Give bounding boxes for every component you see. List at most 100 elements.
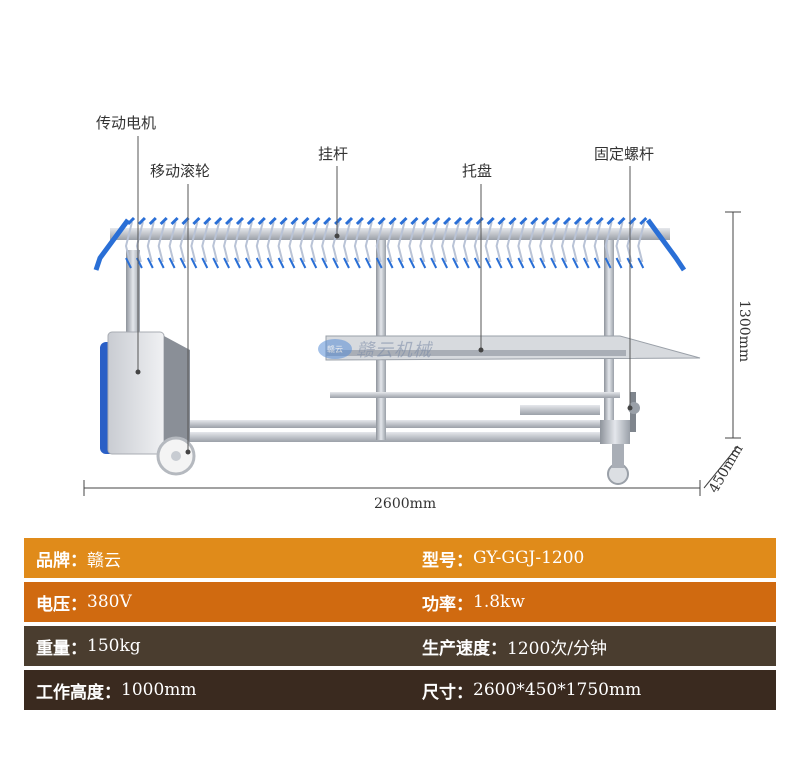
- hook-foot: [604, 257, 612, 269]
- hook-wire: [637, 221, 646, 263]
- hook-foot: [419, 257, 427, 269]
- hook-foot: [615, 257, 623, 269]
- hook-foot: [277, 257, 285, 269]
- hook-foot: [157, 257, 165, 269]
- spec-key: 电压：: [36, 594, 87, 615]
- hook-foot: [223, 257, 230, 269]
- hook-foot: [430, 257, 438, 269]
- hook-wire: [604, 221, 613, 263]
- hook-foot: [397, 257, 405, 269]
- hook-tip: [159, 216, 168, 226]
- spec-cell-left: 品牌： 赣云: [24, 538, 404, 578]
- motor-post: [126, 250, 140, 340]
- hook-tip: [606, 216, 615, 226]
- spec-key: 生产速度：: [422, 638, 507, 659]
- hook-wire: [506, 221, 515, 263]
- hook-wire: [255, 221, 264, 263]
- spec-value: 2600*450*1750mm: [473, 680, 642, 700]
- hook-foot: [550, 257, 557, 269]
- hook-wire: [615, 221, 624, 263]
- hook-foot: [146, 257, 154, 269]
- spec-key: 尺寸：: [422, 682, 473, 703]
- hook-tip: [443, 216, 452, 226]
- hook-foot: [168, 257, 176, 269]
- hook-wire: [168, 221, 177, 263]
- hook-foot: [495, 257, 503, 269]
- hook-tip: [246, 216, 255, 226]
- hook-foot: [310, 257, 318, 269]
- hook-foot: [212, 257, 220, 269]
- motor-box: [107, 331, 165, 455]
- spec-value: 赣云: [87, 550, 121, 571]
- spec-value: 380V: [87, 592, 132, 612]
- dimension-height: 1300mm: [736, 300, 752, 363]
- hook-foot: [473, 257, 481, 269]
- hook-wire: [135, 221, 144, 263]
- hook-wire: [473, 221, 482, 263]
- hook-wire: [277, 221, 286, 263]
- hook-foot: [593, 257, 601, 269]
- hook-foot: [179, 257, 187, 269]
- hook-wire: [190, 221, 199, 263]
- callout-motor: 传动电机: [96, 114, 157, 132]
- hook-foot: [517, 257, 525, 269]
- hook-foot: [332, 257, 339, 269]
- hook-tip: [410, 216, 419, 226]
- hook-tip: [584, 216, 593, 226]
- hook-wire: [179, 221, 188, 263]
- hook-wire: [353, 221, 362, 263]
- hook-tip: [453, 216, 463, 226]
- hook-foot: [463, 257, 470, 269]
- hook-wire: [146, 221, 155, 263]
- spec-cell-left: 电压： 380V: [24, 582, 404, 622]
- hook-tip: [552, 216, 561, 226]
- callout-rod: 挂杆: [318, 145, 349, 163]
- hook-tip: [268, 216, 277, 226]
- hook-wire: [342, 221, 351, 263]
- hook-wire: [310, 221, 319, 263]
- hook-tip: [290, 216, 299, 226]
- hook-wire: [582, 221, 591, 263]
- hook-tip: [170, 216, 179, 226]
- spec-row: 电压： 380V 功率： 1.8kw: [24, 582, 776, 622]
- hook-wire: [397, 221, 406, 263]
- hook-tip: [366, 216, 375, 226]
- hook-wire: [375, 221, 384, 263]
- hook-tip: [508, 216, 517, 226]
- spec-row: 工作高度： 1000mm 尺寸： 2600*450*1750mm: [24, 670, 776, 710]
- hook-tip: [639, 216, 648, 226]
- hook-tip: [225, 216, 234, 226]
- hook-wire: [451, 221, 460, 263]
- hook-foot: [266, 257, 274, 269]
- hook-foot: [375, 257, 383, 269]
- spec-cell-right: 功率： 1.8kw: [404, 582, 525, 622]
- watermark-logo: 赣云 赣云机械: [318, 336, 432, 362]
- hook-wire: [364, 221, 373, 263]
- hook-tip: [312, 216, 321, 226]
- spec-key: 工作高度：: [36, 682, 121, 703]
- hook-foot: [255, 257, 263, 269]
- hook-foot: [506, 257, 514, 269]
- callout-wheel: 移动滚轮: [150, 162, 211, 180]
- hook-wire: [223, 221, 232, 263]
- hook-tip: [334, 216, 343, 226]
- hook-foot: [299, 257, 307, 269]
- hanging-hooks: [124, 216, 648, 269]
- hook-wire: [593, 221, 602, 263]
- callout-screw: 固定螺杆: [594, 145, 655, 163]
- hook-tip: [377, 216, 386, 226]
- hook-foot: [386, 257, 394, 269]
- hook-tip: [486, 216, 495, 226]
- hook-foot: [561, 257, 568, 269]
- hook-tip: [595, 216, 604, 226]
- hook-foot: [582, 257, 590, 269]
- spec-value: 150kg: [87, 636, 141, 656]
- spec-table: 品牌： 赣云 型号： GY-GGJ-1200 电压： 380V 功率： 1.8k…: [24, 538, 776, 714]
- product-illustration: 传动电机 移动滚轮 挂杆 托盘 固定螺杆 2600mm 1300mm 450mm…: [83, 114, 752, 512]
- hook-wire: [550, 221, 559, 263]
- hook-tip: [344, 216, 354, 226]
- hook-foot: [354, 257, 361, 269]
- hook-wire: [244, 221, 253, 263]
- spec-value: 1000mm: [121, 680, 197, 700]
- hook-foot: [234, 257, 241, 269]
